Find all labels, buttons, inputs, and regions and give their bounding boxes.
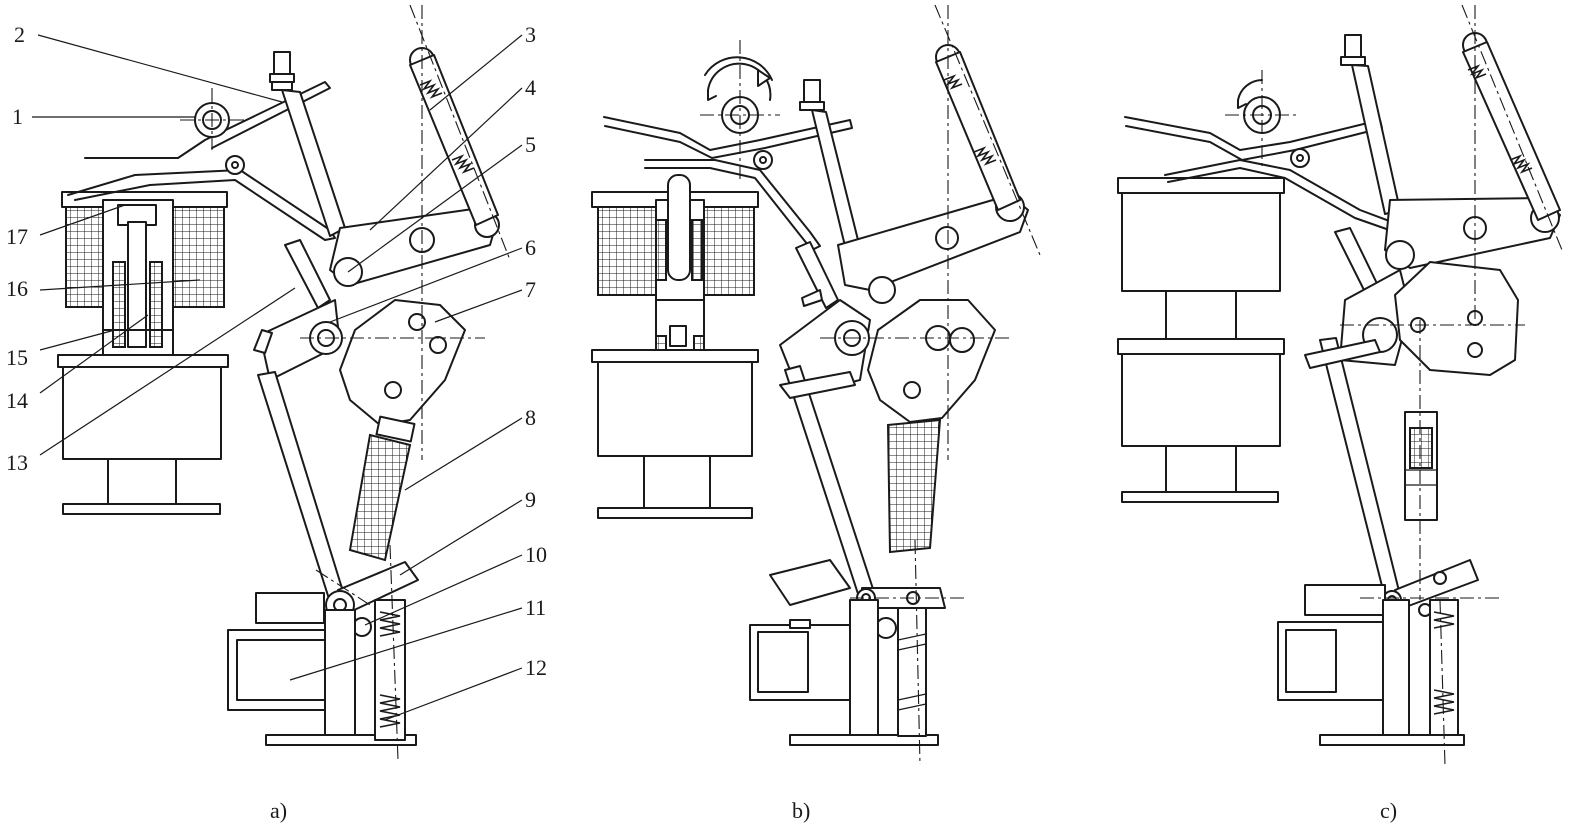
cam-plate-c	[1394, 261, 1519, 376]
part-number: 3	[525, 22, 536, 47]
solenoid-stack-c	[1117, 177, 1285, 503]
bottom-frame-a	[227, 592, 417, 746]
spring-top-b	[935, 44, 1021, 211]
part-number: 17	[6, 224, 28, 249]
part-number-labels: 1 2 3 4 5 6 7 8 9 10 11 12 13 14 15 16 1…	[6, 22, 547, 680]
part-number: 12	[525, 655, 547, 680]
adjusting-screw-c	[1340, 34, 1401, 215]
trip-latch-c	[1334, 227, 1411, 366]
panel-label-c: c)	[1380, 798, 1397, 823]
bottom-frame-b	[749, 599, 939, 746]
adjusting-screw-b	[799, 79, 859, 247]
top-lever-a	[67, 81, 336, 241]
solenoid-base-b	[591, 349, 759, 519]
cam-plate-a	[339, 299, 466, 426]
damper-spring-b	[886, 418, 942, 554]
part-number: 16	[6, 276, 28, 301]
part-number: 10	[525, 542, 547, 567]
part-number: 7	[525, 277, 536, 302]
solenoid-base-a	[57, 354, 229, 515]
damper-spring-a	[348, 415, 416, 562]
closing-solenoid-b	[591, 174, 759, 351]
panel-a	[57, 4, 511, 761]
part-number: 11	[525, 595, 546, 620]
panel-label-b: b)	[792, 798, 810, 823]
bottom-frame-c	[1277, 584, 1465, 746]
part-number: 5	[525, 132, 536, 157]
part-number: 6	[525, 235, 536, 260]
part-number: 4	[525, 75, 536, 100]
cam-plate-b	[867, 299, 996, 423]
part-number: 8	[525, 405, 536, 430]
part-number: 2	[14, 22, 25, 47]
part-number: 13	[6, 450, 28, 475]
closing-solenoid-a	[61, 191, 228, 356]
push-rod-c	[1304, 337, 1401, 599]
part-number: 14	[6, 388, 28, 413]
trip-latch-a	[253, 239, 343, 381]
part-number: 1	[12, 104, 23, 129]
spring-top-a	[409, 47, 499, 226]
panel-c	[1117, 4, 1563, 766]
part-number: 9	[525, 487, 536, 512]
callout-leaders	[32, 34, 523, 721]
panel-labels: a) b) c)	[270, 798, 1397, 823]
part-number: 15	[6, 345, 28, 370]
top-lever-b	[603, 56, 853, 251]
panel-label-a: a)	[270, 798, 287, 823]
adjusting-screw-a	[269, 51, 346, 237]
push-rod-a	[257, 371, 346, 603]
panel-b	[591, 4, 1041, 766]
damper-spring-c	[1404, 411, 1438, 521]
